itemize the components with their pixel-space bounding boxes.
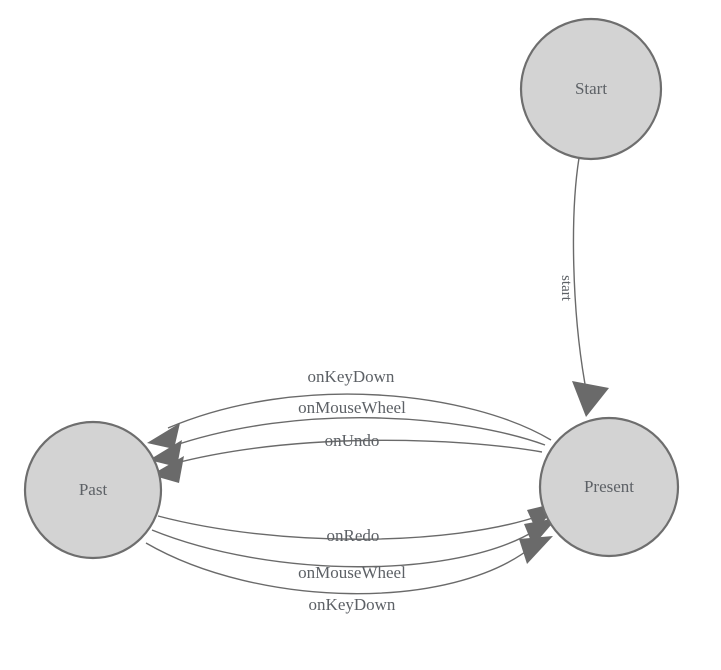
node-present[interactable]: Present: [538, 416, 680, 558]
node-start-circle: [519, 17, 663, 161]
arrowhead-start-present: [572, 381, 609, 417]
edge-path-past-present-1: [157, 515, 540, 540]
node-past[interactable]: Past: [23, 420, 163, 560]
node-start[interactable]: Start: [519, 17, 663, 161]
edge-label-start: start: [558, 275, 574, 302]
node-present-circle: [538, 416, 680, 558]
arrowhead-past-present-3: [519, 536, 553, 564]
edge-path-present-past-3: [171, 439, 543, 465]
edge-path-past-present-2: [151, 529, 537, 568]
edge-present-to-past-onkeydown[interactable]: onKeyDown: [147, 367, 552, 449]
node-past-circle: [23, 420, 163, 560]
node-present-label: Present: [584, 477, 634, 496]
edge-path-start-present: [572, 157, 586, 385]
node-start-label: Start: [575, 79, 607, 98]
edge-path-present-past-1: [167, 393, 552, 441]
edge-label-past-present-3: onKeyDown: [309, 595, 396, 614]
node-past-label: Past: [79, 480, 108, 499]
edge-label-present-past-3: onUndo: [325, 431, 380, 450]
edge-label-past-present-1: onRedo: [327, 526, 380, 545]
edge-past-to-present-onredo[interactable]: onRedo: [157, 502, 560, 545]
edge-past-to-present-onkeydown[interactable]: onKeyDown: [145, 536, 553, 614]
arrowhead-present-past-2: [149, 440, 182, 467]
edge-start-to-present[interactable]: start: [558, 157, 609, 417]
edge-present-to-past-onmousewheel[interactable]: onMouseWheel: [149, 398, 546, 467]
edge-path-present-past-2: [169, 417, 546, 448]
edge-label-past-present-2: onMouseWheel: [298, 563, 406, 582]
edge-present-to-past-onundo[interactable]: onUndo: [151, 431, 543, 483]
edge-path-past-present-3: [145, 542, 534, 595]
arrowhead-present-past-1: [147, 423, 180, 449]
edge-label-present-past-1: onKeyDown: [308, 367, 395, 386]
edge-label-present-past-2: onMouseWheel: [298, 398, 406, 417]
